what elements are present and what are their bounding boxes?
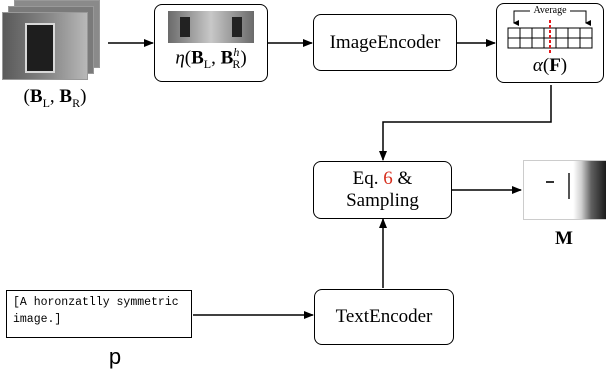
mask-mark-line: [568, 173, 570, 199]
mask-image: [523, 160, 606, 220]
prompt-text: [A horonzatlly symmetric image.]: [13, 296, 179, 326]
input-image-stack: [2, 0, 104, 86]
prompt-box: [A horonzatlly symmetric image.]: [6, 290, 192, 338]
image-encoder-label: ImageEncoder: [329, 31, 441, 53]
input-pair-label: (BL, BR): [23, 86, 87, 110]
average-label: Average: [530, 5, 570, 17]
feature-average-box: Average α(F): [496, 3, 604, 83]
portrait-left: [180, 17, 190, 37]
text-encoder-box: TextEncoder: [314, 289, 454, 345]
processed-pair-box: η(BL, BhR): [154, 4, 268, 82]
sampling-line2: Sampling: [346, 190, 419, 211]
prompt-label: p: [108, 344, 122, 369]
feature-average-label: α(F): [532, 55, 568, 76]
input-image-front: [2, 12, 88, 80]
sampling-line1: Eq. 6 &: [352, 168, 413, 190]
feature-grid-area: Average: [502, 5, 598, 53]
portrait-right: [232, 17, 242, 37]
mask-mark-dash: [546, 181, 554, 183]
processed-pair-thumbnail: [168, 11, 254, 43]
equation-reference[interactable]: 6: [383, 168, 393, 190]
arrow-average-to-sampling: [379, 85, 552, 161]
sampling-box: Eq. 6 & Sampling: [313, 161, 452, 219]
portrait-figure: [25, 23, 55, 73]
processed-pair-label: η(BL, BhR): [175, 45, 247, 72]
mask-label: M: [555, 228, 573, 249]
text-encoder-label: TextEncoder: [335, 306, 433, 328]
image-encoder-box: ImageEncoder: [313, 14, 457, 71]
